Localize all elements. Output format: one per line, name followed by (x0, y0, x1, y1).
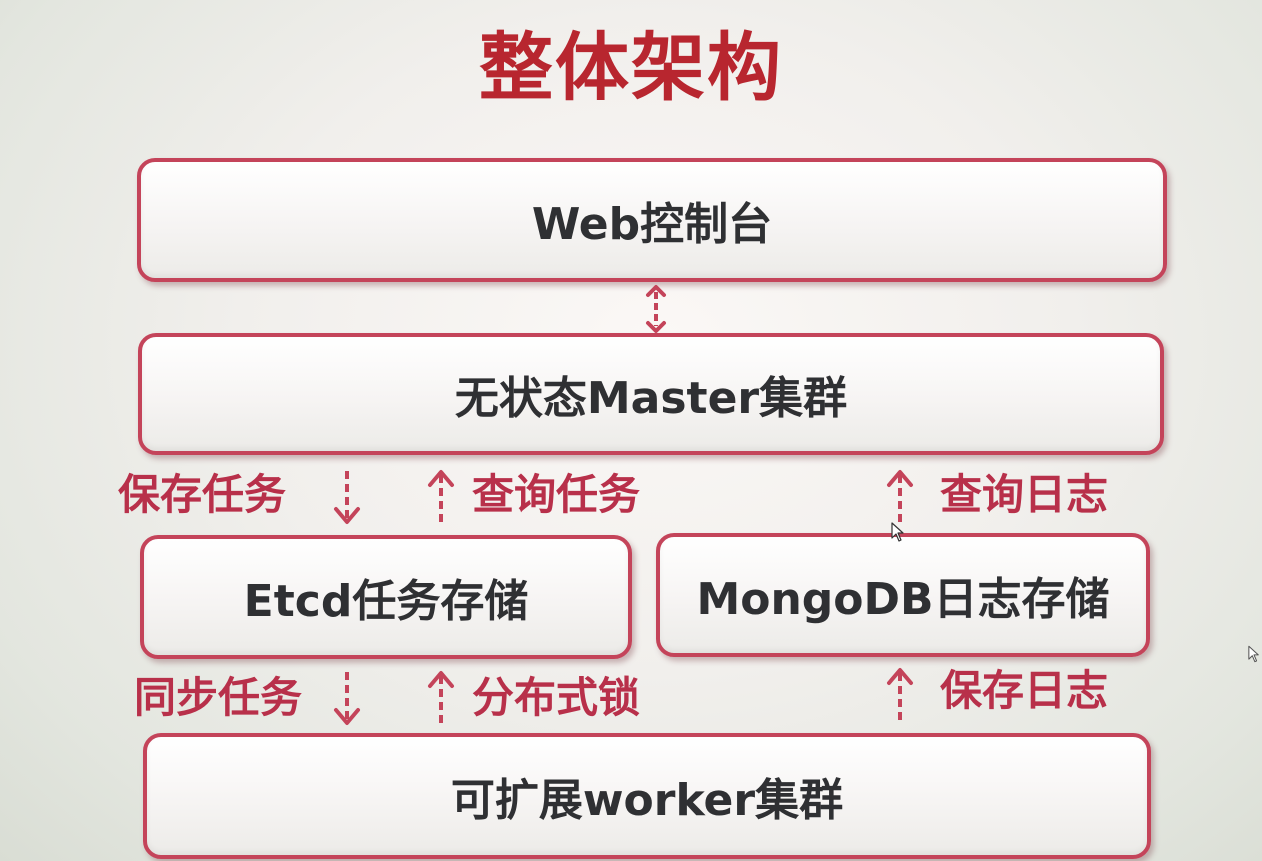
query-log-label: 查询日志 (940, 470, 1109, 519)
mongodb-storage-box: MongoDB日志存储 (656, 533, 1150, 657)
worker-cluster-box: 可扩展worker集群 (143, 733, 1151, 859)
mouse-cursor-icon (1248, 645, 1262, 665)
diagram-title: 整体架构 (479, 25, 783, 111)
web-console-box: Web控制台 (137, 158, 1167, 282)
mouse-cursor-icon (891, 522, 905, 542)
arrow-up-icon (426, 467, 456, 527)
save-task-label: 保存任务 (118, 470, 287, 519)
master-cluster-box: 无状态Master集群 (138, 333, 1164, 455)
save-log-label: 保存日志 (940, 666, 1109, 715)
arrow-down-icon (332, 467, 362, 527)
etcd-storage-box: Etcd任务存储 (140, 535, 632, 659)
arrow-up-icon (426, 668, 456, 728)
arrow-up-icon (885, 467, 915, 527)
bidirectional-arrow-icon (642, 284, 670, 334)
distributed-lock-label: 分布式锁 (472, 673, 641, 722)
arrow-down-icon (332, 668, 362, 728)
query-task-label: 查询任务 (472, 470, 641, 519)
arrow-up-icon (885, 665, 915, 725)
sync-task-label: 同步任务 (134, 673, 303, 722)
